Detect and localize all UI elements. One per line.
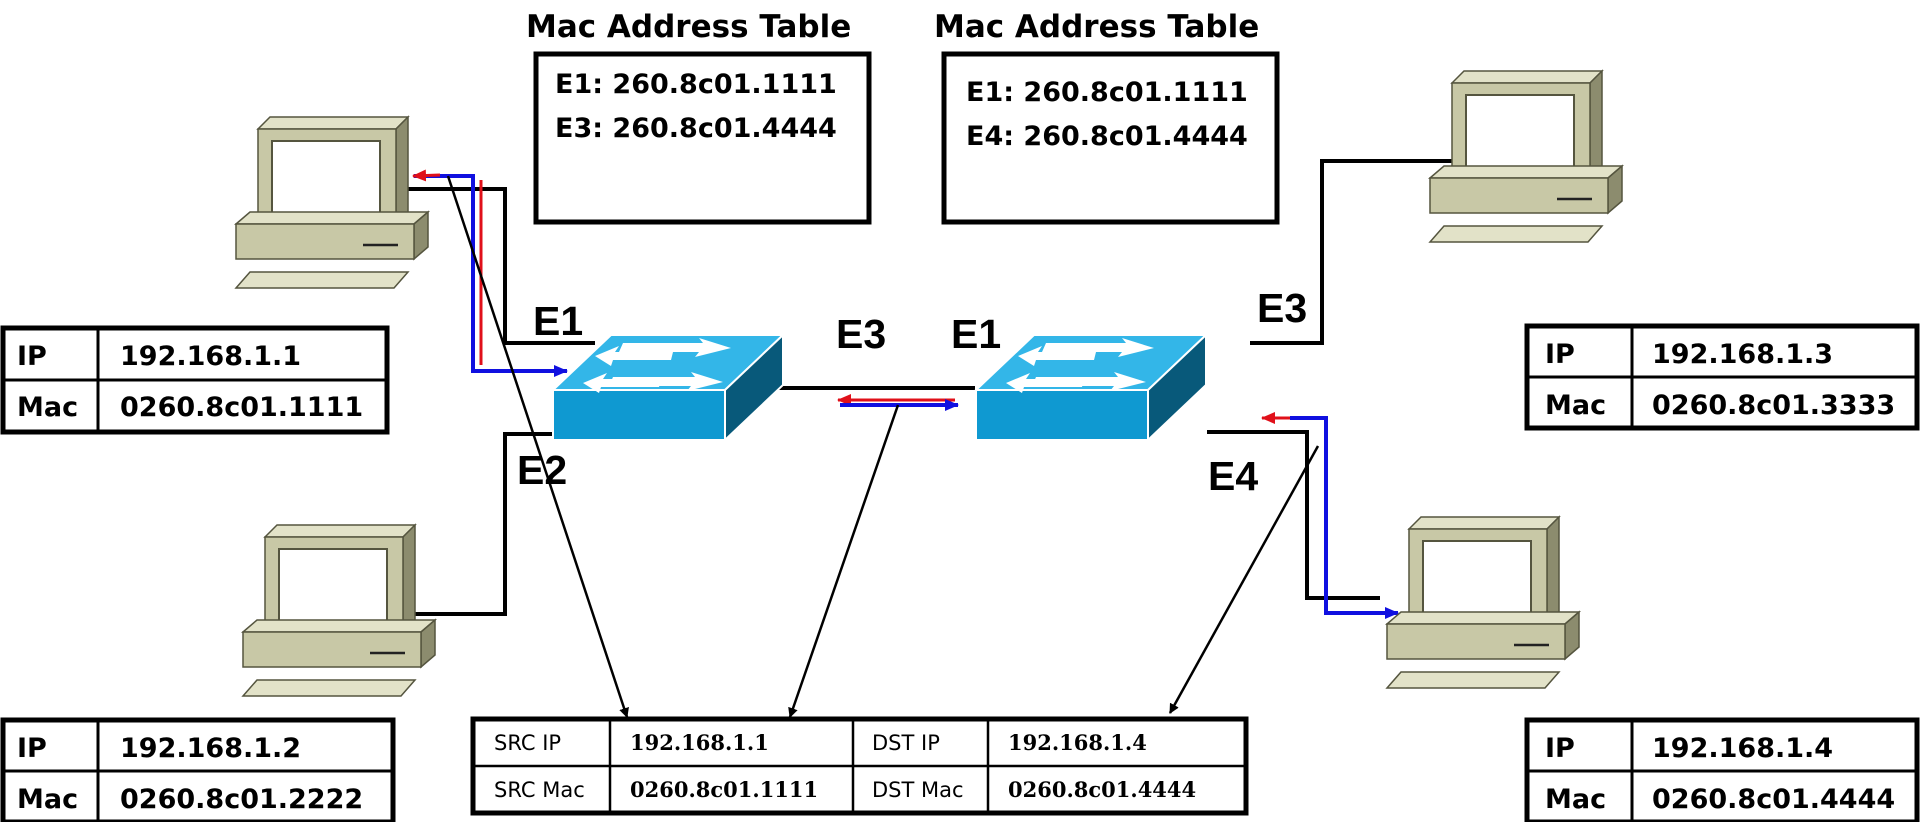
host-table-2: IP 192.168.1.2 Mac 0260.8c01.2222: [0, 717, 396, 822]
mac-table-title: Mac Address Table: [934, 9, 1259, 45]
port-label-sw2-e4: E4: [1208, 453, 1258, 499]
pointer-line-pc4: [1168, 445, 1320, 714]
port-label-sw2-e1: E1: [951, 311, 1001, 357]
host-ip-value: 192.168.1.4: [1652, 733, 1833, 764]
port-labels: E1 E2 E3 E1 E3 E4: [517, 285, 1307, 499]
pc-3-icon: [1428, 69, 1624, 244]
mac-table-entry: E1: 260.8c01.1111: [966, 77, 1248, 108]
host-ip-label: IP: [17, 733, 47, 764]
path-arrow-pc4: [1290, 416, 1399, 619]
pc-2-icon: [241, 523, 437, 698]
mac-table-box: [533, 51, 872, 225]
host-mac-label: Mac: [1545, 784, 1606, 815]
path-arrow-pc1: [414, 174, 568, 377]
mac-table-1: Mac Address Table E1: 260.8c01.1111 E3: …: [526, 9, 872, 225]
pointer-line-pc1: [446, 175, 629, 718]
mac-table-entry: E4: 260.8c01.4444: [966, 121, 1248, 152]
pc-4-icon: [1385, 515, 1581, 690]
host-ip-value: 192.168.1.1: [120, 341, 301, 372]
packet-header-table: SRC IP 192.168.1.1 DST IP 192.168.1.4 SR…: [470, 716, 1249, 816]
port-label-sw1-e2: E2: [517, 447, 567, 493]
host-mac-label: Mac: [17, 784, 78, 815]
packet-src-ip-value: 192.168.1.1: [630, 730, 769, 755]
host-table-4: IP 192.168.1.4 Mac 0260.8c01.4444: [1524, 717, 1920, 822]
host-mac-value: 0260.8c01.1111: [120, 392, 363, 423]
host-mac-label: Mac: [17, 392, 78, 423]
pointer-line-trunk: [788, 404, 900, 718]
switch-2-icon: [975, 334, 1207, 441]
port-label-sw1-e1: E1: [533, 298, 583, 344]
host-mac-value: 0260.8c01.3333: [1652, 390, 1895, 421]
path-arrow-pc1-red-head: [412, 169, 441, 182]
host-ip-label: IP: [17, 341, 47, 372]
host-ip-label: IP: [1545, 339, 1575, 370]
cables: [393, 159, 1452, 616]
host-table-1: IP 192.168.1.1 Mac 0260.8c01.1111: [0, 325, 390, 435]
host-ip-label: IP: [1545, 733, 1575, 764]
packet-src-mac-value: 0260.8c01.1111: [630, 777, 818, 802]
pc-1-icon: [234, 115, 430, 290]
host-table-3: IP 192.168.1.3 Mac 0260.8c01.3333: [1524, 323, 1920, 431]
port-label-sw1-e3: E3: [836, 311, 886, 357]
mac-table-box: [941, 51, 1280, 225]
mac-table-title: Mac Address Table: [526, 9, 851, 45]
host-mac-value: 0260.8c01.4444: [1652, 784, 1895, 815]
packet-dst-mac-value: 0260.8c01.4444: [1008, 777, 1196, 802]
mac-table-entry: E3: 260.8c01.4444: [555, 113, 837, 144]
host-mac-label: Mac: [1545, 390, 1606, 421]
cable-pc1-sw1: [393, 187, 595, 345]
mac-table-2: Mac Address Table E1: 260.8c01.1111 E4: …: [934, 9, 1280, 225]
packet-dst-mac-label: DST Mac: [872, 778, 964, 802]
cable-sw2-pc4: [1207, 430, 1380, 600]
host-mac-value: 0260.8c01.2222: [120, 784, 363, 815]
cable-pc2-sw1: [400, 432, 553, 616]
packet-src-mac-label: SRC Mac: [494, 778, 585, 802]
packet-src-ip-label: SRC IP: [494, 731, 561, 755]
host-ip-value: 192.168.1.3: [1652, 339, 1833, 370]
pointer-lines: [446, 175, 1320, 718]
packet-dst-ip-value: 192.168.1.4: [1008, 730, 1147, 755]
host-ip-value: 192.168.1.2: [120, 733, 301, 764]
mac-table-entry: E1: 260.8c01.1111: [555, 69, 837, 100]
switch-1-icon: [552, 334, 784, 441]
packet-dst-ip-label: DST IP: [872, 731, 940, 755]
port-label-sw2-e3: E3: [1257, 285, 1307, 331]
cable-sw2-pc3: [1250, 159, 1452, 345]
